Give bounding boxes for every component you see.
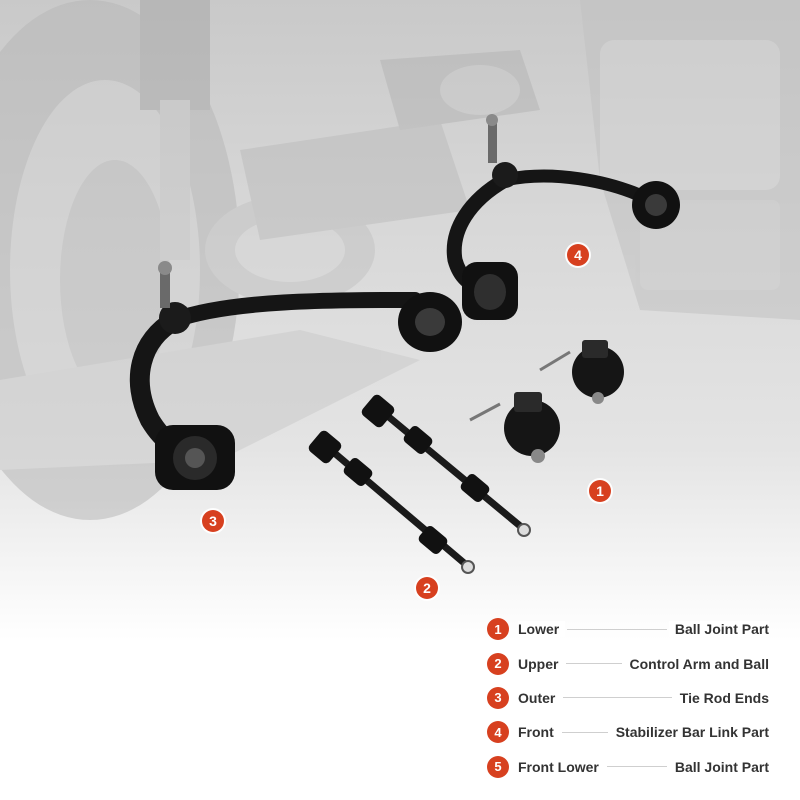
legend-number-badge: 1 [487, 618, 509, 641]
legend-number-badge: 2 [487, 652, 509, 675]
marker-1: 1 [589, 480, 611, 502]
control-arm-right [446, 114, 680, 320]
control-arm-left [129, 261, 462, 490]
legend-position-label: Upper [518, 655, 565, 672]
legend-part-label: Tie Rod Ends [673, 689, 769, 706]
product-scene: 1 2 3 4 [0, 0, 800, 640]
legend-row-2: 2 Upper Control Arm and Ball [487, 646, 769, 680]
legend-leader-line [561, 731, 608, 733]
stabilizer-link-back [361, 394, 531, 537]
legend-position-label: Front Lower [518, 758, 605, 775]
legend-position-label: Lower [518, 621, 566, 638]
legend-leader-line [606, 766, 667, 768]
marker-2: 2 [416, 577, 438, 599]
legend-part-label: Stabilizer Bar Link Part [609, 724, 769, 741]
ball-joint-upper [539, 340, 624, 404]
legend-leader-line [567, 628, 667, 630]
legend-number-badge: 5 [487, 755, 509, 778]
ball-joint-lower [469, 392, 560, 463]
background-undercarriage [0, 0, 800, 520]
legend-position-label: Front [518, 724, 560, 741]
suspension-illustration [0, 0, 800, 574]
legend-part-label: Control Arm and Ball [623, 655, 769, 672]
stabilizer-link-front [308, 430, 475, 574]
legend-leader-line [566, 663, 622, 665]
parts-legend: 1 Lower Ball Joint Part 2 Upper Control … [487, 612, 769, 784]
legend-number-badge: 3 [487, 686, 509, 709]
legend-row-5: 5 Front Lower Ball Joint Part [487, 750, 769, 784]
legend-position-label: Outer [518, 689, 562, 706]
legend-row-3: 3 Outer Tie Rod Ends [487, 681, 769, 715]
legend-row-1: 1 Lower Ball Joint Part [487, 612, 769, 646]
marker-4: 4 [567, 244, 589, 266]
legend-leader-line [563, 697, 672, 699]
legend-row-4: 4 Front Stabilizer Bar Link Part [487, 715, 769, 749]
legend-part-label: Ball Joint Part [668, 758, 769, 775]
legend-part-label: Ball Joint Part [668, 621, 769, 638]
marker-3: 3 [202, 510, 224, 532]
legend-number-badge: 4 [487, 721, 509, 744]
